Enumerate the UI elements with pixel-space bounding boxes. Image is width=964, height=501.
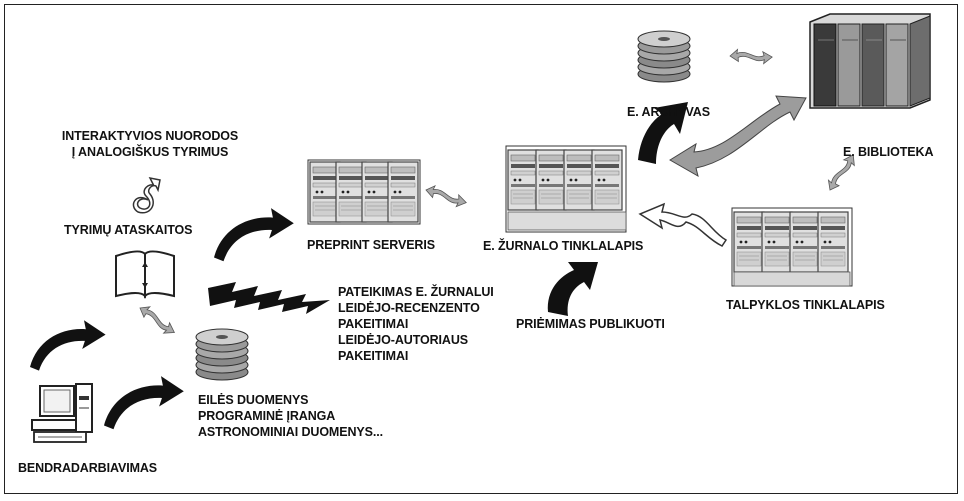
submission-line-4: LEIDĖJO-AUTORIAUS [338,333,469,347]
submission-line-3: PAKEITIMAI [338,317,409,331]
open-book-icon [115,250,175,299]
interactive-links-label: INTERAKTYVIOS NUORODOS Į ANALOGIŠKUS TYR… [32,128,268,160]
black-arrow-icon [104,376,184,430]
double-arrow-icon [729,46,773,67]
research-reports-label: TYRIMŲ ATASKAITOS [64,223,193,237]
outline-arrow-icon [638,202,728,247]
submission-label: PATEIKIMAS E. ŽURNALUI LEIDĖJO-RECENZENT… [338,284,494,364]
data-items-line-3: ASTRONOMINIAI DUOMENYS... [198,425,384,439]
submission-line-5: PAKEITIMAI [338,349,409,363]
black-arrow-icon [638,102,688,164]
data-items-line-1: EILĖS DUOMENYS [198,393,309,407]
interactive-links-line-2: Į ANALOGIŠKUS TYRIMUS [71,145,229,159]
squiggle-arrow-icon [132,176,161,214]
submission-line-1: PATEIKIMAS E. ŽURNALUI [338,285,494,299]
archive-label: E. ARCHYVAS [627,105,710,119]
submission-line-2: LEIDĖJO-RECENZENTO [338,301,480,315]
mirror-site-label: TALPYKLOS TINKLALAPIS [726,298,885,312]
double-arrow-icon [669,95,807,178]
data-items-label: EILĖS DUOMENYS PROGRAMINĖ ĮRANGA ASTRONO… [198,392,383,440]
data-items-line-2: PROGRAMINĖ ĮRANGA [198,409,336,423]
double-arrow-icon [423,183,469,209]
disk-stack-icon [195,328,249,381]
accepted-label: PRIĖMIMAS PUBLIKUOTI [516,317,665,331]
computer-icon [31,383,93,443]
library-label: E. BIBLIOTEKA [843,145,934,159]
black-arrow-icon [214,208,294,262]
server-rack-icon [731,207,853,287]
server-rack-icon [505,145,627,233]
server-rack-icon [307,159,421,225]
disk-stack-icon [637,30,691,83]
bookshelf-icon [809,13,931,109]
black-arrow-icon [547,262,598,316]
black-arrow-icon [30,320,106,371]
interactive-links-line-1: INTERAKTYVIOS NUORODOS [61,129,239,143]
double-arrow-icon [134,302,180,339]
preprint-server-label: PREPRINT SERVERIS [307,238,435,252]
lightning-arrow-icon [208,282,330,314]
collaboration-label: BENDRADARBIAVIMAS [18,461,158,475]
journal-website-label: E. ŽURNALO TINKLALAPIS [483,239,644,253]
